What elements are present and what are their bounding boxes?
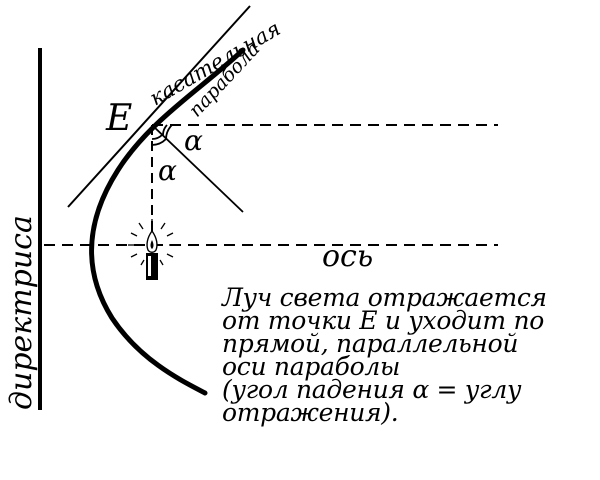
caption-line: (угол падения α = углу	[222, 375, 522, 404]
parabola-curve	[89, 47, 246, 396]
angle-arc-upper-2	[165, 124, 173, 140]
axis-label: ось	[322, 239, 373, 274]
angle-arc-lower-2	[151, 138, 167, 146]
caption-line: прямой, параллельной	[222, 329, 519, 358]
angle-arc-upper	[162, 124, 168, 136]
angle-label-lower: α	[158, 154, 177, 187]
caption-line: от точки Е и уходит по	[222, 306, 545, 335]
caption-line: оси параболы	[222, 352, 401, 381]
angle-label-upper: α	[184, 124, 203, 157]
caption-text: Луч света отражается от точки Е и уходит…	[222, 283, 594, 427]
directrix-label: директриса	[4, 215, 39, 410]
point-label: E	[105, 98, 132, 139]
angle-arc-lower	[151, 134, 163, 140]
caption-line: отражения).	[222, 398, 399, 427]
tangent-line	[67, 5, 251, 208]
candle-icon	[128, 219, 176, 280]
caption-line: Луч света отражается	[222, 283, 547, 312]
normal-line	[151, 124, 244, 213]
